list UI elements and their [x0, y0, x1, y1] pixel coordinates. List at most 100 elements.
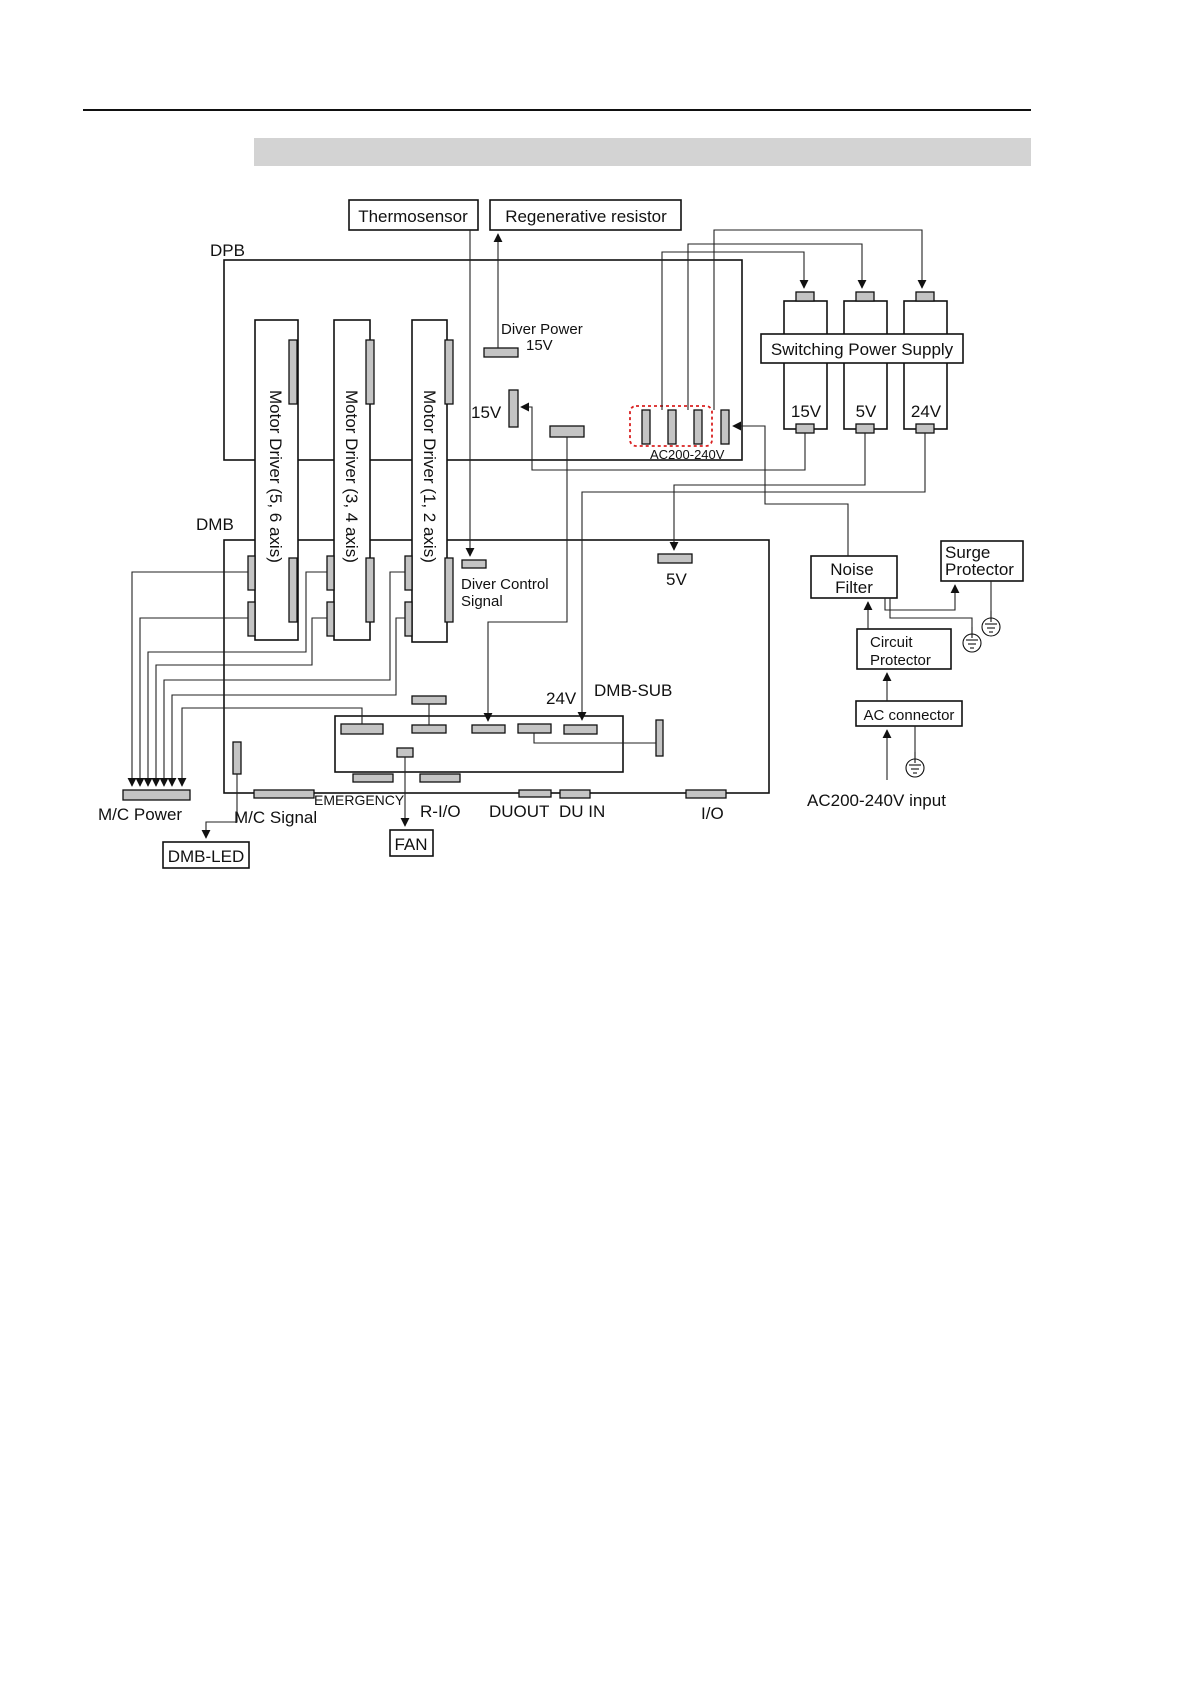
emergency-connector: [352, 773, 394, 783]
ground-icon: [905, 752, 925, 778]
driver-control-connector: [461, 559, 487, 569]
ps-top-connector-1: [795, 291, 815, 302]
switching-ps-banner: [760, 333, 964, 364]
md56-right-connector: [288, 557, 298, 623]
dmb-led-box: [162, 841, 250, 869]
io-connector: [685, 789, 727, 799]
md34-left-connector-2: [326, 601, 335, 637]
motor-driver-34-label: Motor Driver (3, 4 axis): [342, 390, 361, 563]
ps-unit-5v: [843, 300, 888, 430]
circuit-protector-label-2: Protector: [870, 652, 931, 669]
circuit-protector-box: [856, 628, 952, 670]
md12-left-connector-2: [404, 601, 413, 637]
io-label: I/O: [701, 804, 724, 823]
ps-top-connector-2: [855, 291, 875, 302]
ac-connector-4: [720, 409, 730, 445]
dmb-sub-24v-label: 24V: [546, 689, 577, 708]
thermosensor-box: [348, 199, 479, 231]
dmb-sub-connector-1: [340, 723, 384, 735]
md34-right-connector: [365, 557, 375, 623]
motor-driver-34: [333, 319, 371, 641]
dmb-5v-label: 5V: [666, 570, 687, 589]
md12-right-connector: [444, 557, 454, 623]
dpb-board: [223, 259, 743, 461]
dpb-15v-label: 15V: [471, 403, 502, 422]
dmb-5v-connector: [657, 553, 693, 564]
motor-driver-56-label: Motor Driver (5, 6 axis): [266, 390, 285, 563]
ac-connector-1: [641, 409, 651, 445]
thermosensor-label: Thermosensor: [358, 207, 468, 226]
ps-5v-label: 5V: [856, 402, 877, 421]
ps-bottom-connector-3: [915, 423, 935, 434]
dmb-sub-connector-4: [517, 723, 552, 734]
mc-power-label: M/C Power: [98, 805, 182, 824]
mc-power-connector: [122, 789, 191, 801]
dmb-led-source-connector: [232, 741, 242, 775]
rio-label: R-I/O: [420, 802, 461, 821]
noise-filter-label-1: Noise: [830, 560, 873, 579]
driver-power-voltage: 15V: [526, 337, 553, 354]
dmb-led-label: DMB-LED: [168, 847, 245, 866]
ground-icon: [962, 627, 982, 653]
dpb-label: DPB: [210, 241, 245, 260]
regen-resistor-box: [489, 199, 682, 231]
dmb-sub-connector-2: [411, 724, 447, 734]
motor-driver-12: [411, 319, 448, 643]
dmb-sub-small-connector: [396, 747, 414, 758]
dmb-sub-connector-3: [471, 724, 506, 734]
ac-connector-3: [693, 409, 703, 445]
fan-label: FAN: [394, 835, 427, 854]
driver-control-label-1: Diver Control: [461, 576, 549, 593]
ps-15v-label: 15V: [791, 402, 822, 421]
duin-label: DU IN: [559, 802, 605, 821]
ps-24v-label: 24V: [911, 402, 942, 421]
dpb-ac-label: AC200-240V: [650, 447, 725, 462]
mc-signal-connector: [253, 789, 315, 799]
md12-top-connector: [444, 339, 454, 405]
ps-bottom-connector-2: [855, 423, 875, 434]
dmb-label: DMB: [196, 515, 234, 534]
duin-connector: [559, 789, 591, 799]
md56-left-connector-2: [247, 601, 256, 637]
driver-power-label: Diver Power: [501, 321, 583, 338]
duout-label: DUOUT: [489, 802, 549, 821]
driver-power-connector: [483, 347, 519, 358]
duout-connector: [518, 789, 552, 798]
ac-input-label: AC200-240V input: [807, 791, 946, 810]
noise-filter-box: [810, 555, 898, 599]
dpb-24v-connector: [549, 425, 585, 438]
surge-protector-label-2: Protector: [945, 560, 1014, 579]
switching-ps-label: Switching Power Supply: [771, 340, 954, 359]
dmb-sub-top-connector: [411, 695, 447, 705]
ac-connector-2: [667, 409, 677, 445]
ac-connector-box: [855, 700, 963, 727]
md56-top-connector: [288, 339, 298, 405]
driver-control-label-2: Signal: [461, 593, 503, 610]
mc-signal-label: M/C Signal: [234, 808, 317, 827]
md12-left-connector-1: [404, 555, 413, 591]
ac-connector-label: AC connector: [864, 707, 955, 724]
circuit-protector-label-1: Circuit: [870, 634, 913, 651]
dmb-sub-board: [334, 715, 624, 773]
md34-left-connector-1: [326, 555, 335, 591]
surge-protector-label-1: Surge: [945, 543, 990, 562]
ps-unit-15v: [783, 300, 828, 430]
regen-resistor-label: Regenerative resistor: [505, 207, 667, 226]
dmb-board: [223, 539, 770, 794]
dmb-sub-connector-5: [563, 724, 598, 735]
dmb-sub-label: DMB-SUB: [594, 681, 672, 700]
ps-top-connector-3: [915, 291, 935, 302]
surge-protector-box: [940, 540, 1024, 582]
ps-unit-24v: [903, 300, 948, 430]
dmb-sub-right-connector: [655, 719, 664, 757]
wires: [127, 229, 992, 839]
ac-highlight-box: [629, 405, 713, 447]
dpb-15v-connector: [508, 389, 519, 428]
fan-box: [389, 829, 434, 857]
ps-bottom-connector-1: [795, 423, 815, 434]
motor-driver-12-label: Motor Driver (1, 2 axis): [420, 390, 439, 563]
emergency-label: EMERGENCY: [314, 792, 405, 808]
ground-icon: [981, 611, 1001, 637]
section-header-bar: [254, 138, 1031, 166]
